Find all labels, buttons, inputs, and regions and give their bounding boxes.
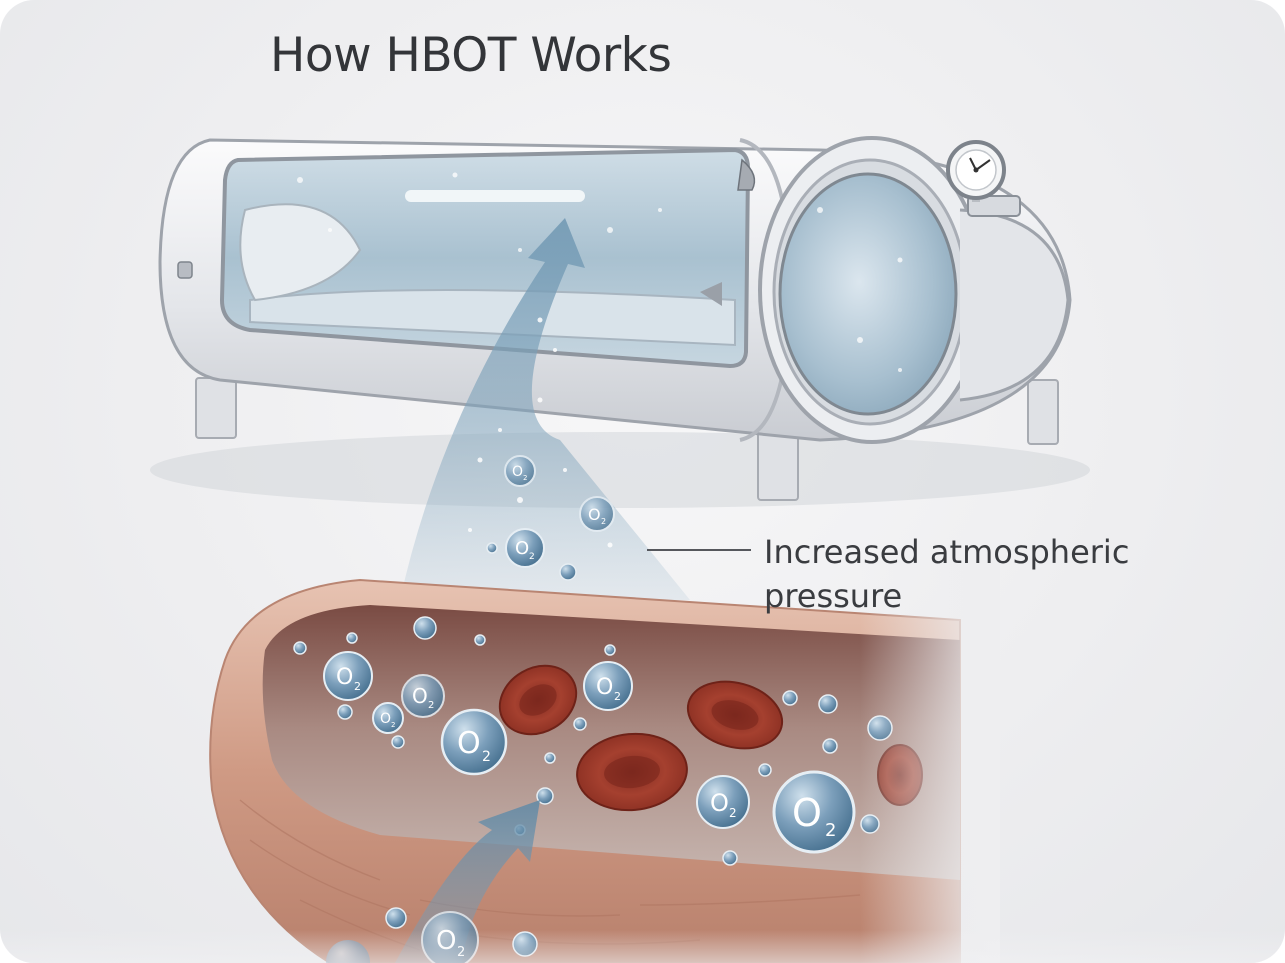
door-porthole — [778, 172, 958, 416]
svg-text:O: O — [588, 505, 601, 524]
svg-text:2: 2 — [523, 474, 527, 482]
callout-line-1: Increased atmospheric — [764, 533, 1130, 571]
svg-text:2: 2 — [614, 690, 621, 703]
svg-text:O: O — [457, 726, 481, 761]
floor-shadow — [150, 432, 1090, 508]
svg-text:O: O — [336, 665, 353, 690]
pressure-callout: Increased atmospheric pressure — [764, 530, 1129, 618]
interior-light — [405, 190, 585, 202]
svg-text:O: O — [515, 538, 529, 559]
svg-text:2: 2 — [529, 552, 535, 562]
svg-text:2: 2 — [428, 700, 434, 711]
svg-text:2: 2 — [391, 721, 395, 729]
svg-text:2: 2 — [354, 680, 361, 693]
hyperbaric-chamber — [158, 136, 1072, 444]
page-title: How HBOT Works — [270, 28, 672, 83]
svg-text:2: 2 — [825, 820, 836, 841]
svg-text:O: O — [412, 684, 428, 708]
svg-text:O: O — [710, 789, 729, 817]
small-bubble — [385, 907, 407, 929]
callout-line-2: pressure — [764, 577, 903, 615]
svg-text:2: 2 — [482, 749, 491, 765]
svg-text:O: O — [512, 464, 523, 480]
callout-leader-line — [647, 549, 751, 551]
svg-text:O: O — [380, 711, 391, 727]
svg-text:O: O — [596, 675, 613, 700]
svg-text:2: 2 — [729, 806, 737, 820]
svg-text:2: 2 — [601, 517, 606, 526]
svg-text:O: O — [792, 791, 822, 835]
